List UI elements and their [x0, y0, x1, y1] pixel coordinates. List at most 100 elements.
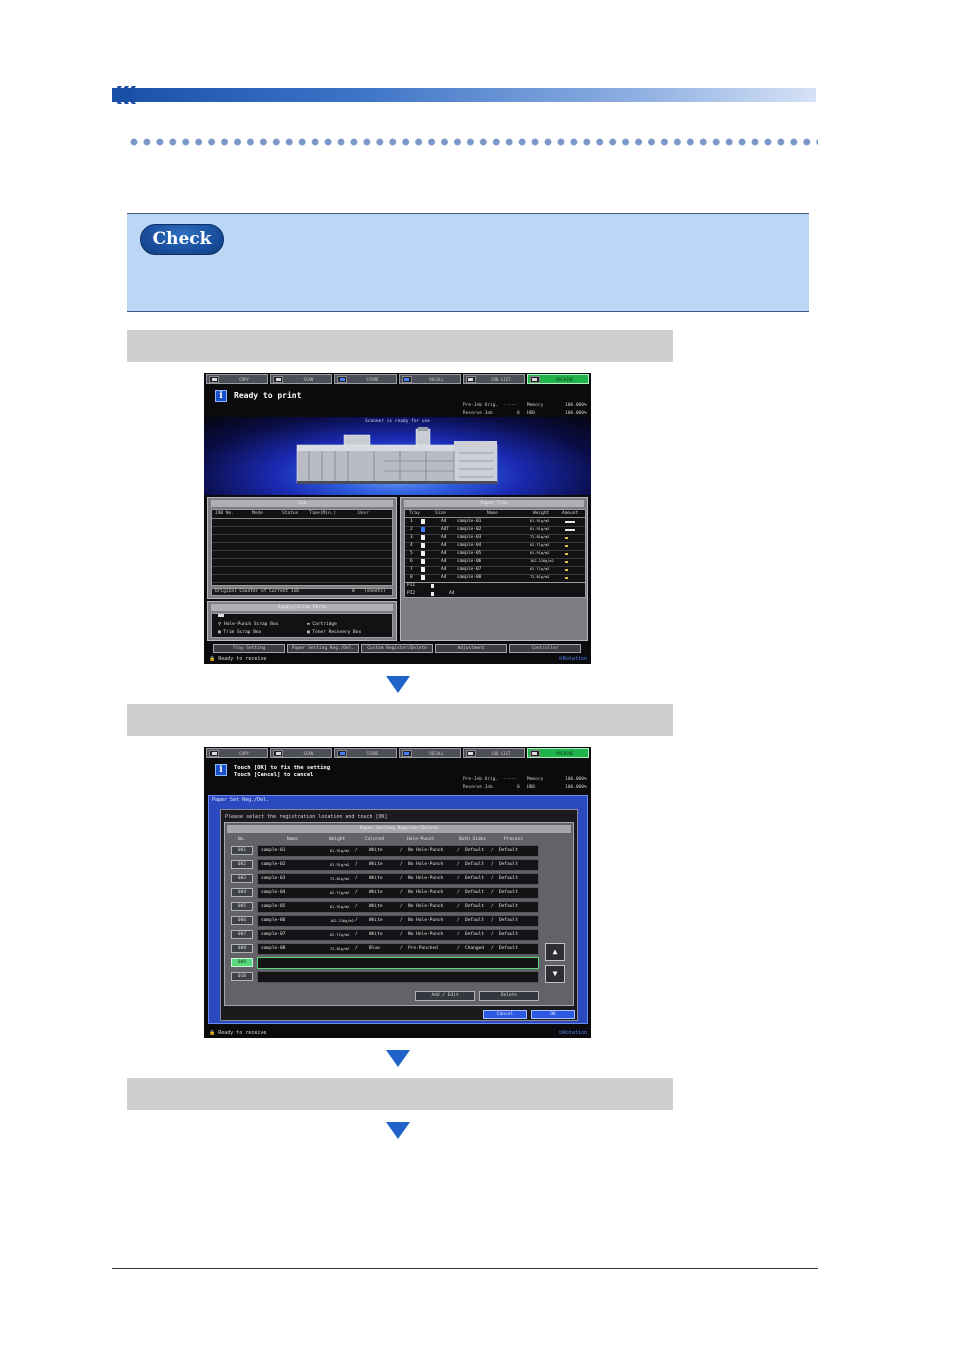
- custom-register-button[interactable]: Custom Register/Delete: [361, 644, 433, 653]
- tray-weight: 72-81g/m2: [530, 535, 550, 539]
- delete-button[interactable]: Delete: [479, 991, 539, 1001]
- reg-number-button[interactable]: 009: [231, 958, 253, 967]
- reg-colored: White: [369, 848, 383, 853]
- scanner-message: Scanner is ready for use: [364, 419, 431, 424]
- tab-scan[interactable]: SCAN: [270, 374, 333, 384]
- row-divider: [405, 550, 585, 551]
- amount-bar: [565, 529, 575, 531]
- column-separator: /: [355, 904, 358, 909]
- down-arrow-icon: [386, 1050, 410, 1067]
- tab-job-list[interactable]: JOB LIST: [462, 748, 525, 758]
- tab-machine[interactable]: MACHINE: [526, 748, 590, 758]
- column-separator: /: [400, 876, 403, 881]
- tray-size: A4: [441, 543, 447, 548]
- tray-size: A4: [441, 551, 447, 556]
- reg-number-button[interactable]: 008: [231, 944, 253, 953]
- tray-weight: 72-81g/m2: [530, 575, 550, 579]
- reg-number-button[interactable]: 006: [231, 916, 253, 925]
- column-separator: /: [355, 876, 358, 881]
- paper-setting-button[interactable]: Paper Setting Reg./Del.: [287, 644, 359, 653]
- column-separator: /: [491, 932, 494, 937]
- tray-weight: 81-91g/m2: [530, 519, 550, 523]
- mode-tabs: COPY SCAN STORE RECALL JOB LIST MACHINE: [206, 374, 590, 384]
- amount-bar: [565, 577, 568, 579]
- reg-number-button[interactable]: 002: [231, 860, 253, 869]
- info-icon: i: [215, 390, 227, 402]
- paper-icon: [421, 535, 425, 540]
- paper-setting-screen: COPY SCAN STORE RECALL JOB LIST MACHINE …: [204, 747, 591, 1038]
- reg-process: Default: [499, 946, 518, 951]
- add-edit-button[interactable]: Add / Edit: [415, 991, 475, 1001]
- reg-process: Default: [499, 848, 518, 853]
- pi-tray-list[interactable]: PI1 PI2 A4: [404, 582, 586, 598]
- cancel-button[interactable]: Cancel: [483, 1010, 527, 1019]
- reg-number-button[interactable]: 007: [231, 930, 253, 939]
- amount-bar: [565, 561, 568, 563]
- reg-number-button[interactable]: 004: [231, 888, 253, 897]
- tab-recall[interactable]: RECALL: [398, 374, 461, 384]
- tray-weight: 162-216g/m2: [530, 559, 554, 563]
- paper-icon: [421, 527, 425, 532]
- column-separator: /: [457, 918, 460, 923]
- job-panel: Job JOB No. Mode Status Time(Min.) User …: [207, 497, 397, 599]
- tab-job-list[interactable]: JOB LIST: [462, 374, 525, 384]
- tab-scan[interactable]: SCAN: [270, 748, 333, 758]
- dotted-divider: [130, 138, 818, 146]
- tab-copy[interactable]: COPY: [206, 748, 269, 758]
- tab-store[interactable]: STORE: [334, 748, 397, 758]
- ok-button[interactable]: OK: [531, 1010, 575, 1019]
- reg-hole-punch: No Hole-Punch: [408, 918, 444, 923]
- reg-number-button[interactable]: 005: [231, 902, 253, 911]
- reg-name: sample-01: [261, 848, 286, 853]
- column-separator: /: [355, 848, 358, 853]
- reg-hole-punch: No Hole-Punch: [408, 876, 444, 881]
- paper-set-dialog: Paper Set Reg./Del. Please select the re…: [208, 795, 588, 1024]
- dialog-body: Please select the registration location …: [220, 809, 578, 1021]
- reg-number-button[interactable]: 001: [231, 846, 253, 855]
- registration-row-empty[interactable]: [257, 971, 539, 983]
- column-separator: /: [491, 848, 494, 853]
- tab-recall[interactable]: RECALL: [398, 748, 461, 758]
- tray-size: A4: [441, 567, 447, 572]
- scroll-down-button[interactable]: ▼: [545, 965, 565, 983]
- status-message: Ready to print: [234, 391, 302, 400]
- tab-machine[interactable]: MACHINE: [526, 374, 590, 384]
- tab-copy[interactable]: COPY: [206, 374, 269, 384]
- reg-hole-punch: No Hole-Punch: [408, 862, 444, 867]
- tray-setting-button[interactable]: Tray Setting: [213, 644, 285, 653]
- tab-store[interactable]: STORE: [334, 374, 397, 384]
- scroll-up-button[interactable]: ▲: [545, 943, 565, 961]
- supply-toner-recovery: ▩ Toner Recovery Box: [307, 630, 362, 635]
- amount-bar: [565, 537, 568, 539]
- registration-row-empty[interactable]: [257, 957, 539, 969]
- printer-machine-icon: [296, 427, 498, 484]
- reg-number-button[interactable]: 003: [231, 874, 253, 883]
- tray-size: A4: [441, 535, 447, 540]
- reg-colored: White: [369, 904, 383, 909]
- reg-number-button[interactable]: 010: [231, 972, 253, 981]
- machine-illustration: [204, 417, 591, 495]
- reg-process: Default: [499, 918, 518, 923]
- column-separator: /: [355, 918, 358, 923]
- paper-icon: [431, 592, 434, 596]
- job-list[interactable]: JOB No. Mode Status Time(Min.) User: [211, 509, 393, 586]
- adjustment-button[interactable]: Adjustment: [435, 644, 507, 653]
- controller-button[interactable]: Controller: [509, 644, 581, 653]
